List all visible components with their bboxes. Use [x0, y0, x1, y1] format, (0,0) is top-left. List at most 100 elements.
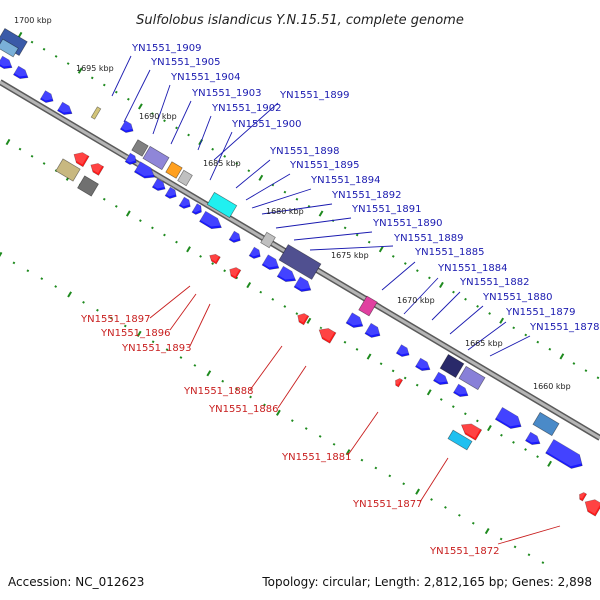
reverse-gene-arrow: [297, 311, 310, 326]
forward-leader-line: [152, 84, 171, 135]
reverse-gene-arrow: [229, 265, 242, 280]
minor-tick: [319, 326, 323, 330]
forward-leader-line: [213, 102, 279, 161]
forward-gene-arrow: [199, 209, 222, 229]
minor-tick: [66, 62, 70, 65]
reverse-leader-line: [149, 285, 191, 319]
minor-tick: [42, 162, 46, 165]
gene-label-YN1551_1897: YN1551_1897: [80, 314, 151, 325]
minor-tick: [572, 362, 576, 365]
feature-box: [447, 429, 473, 451]
forward-leader-line: [261, 203, 333, 215]
major-tick: [125, 210, 131, 217]
major-tick: [258, 174, 264, 181]
forward-leader-line: [403, 277, 439, 315]
major-tick: [499, 317, 505, 324]
reverse-gene-arrow: [90, 161, 105, 176]
minor-tick: [499, 537, 503, 541]
minor-tick: [259, 290, 263, 294]
forward-gene-arrow: [119, 118, 134, 133]
gene-label-YN1551_1902: YN1551_1902: [211, 103, 282, 114]
tick-label-1665: 1665 kbp: [465, 339, 503, 348]
genome-summary-text: Topology: circular; Length: 2,812,165 bp…: [261, 575, 592, 589]
major-tick: [547, 460, 552, 467]
minor-tick: [471, 521, 475, 525]
minor-tick: [512, 326, 516, 330]
minor-tick: [512, 440, 515, 444]
feature-box: [458, 365, 486, 391]
forward-gene-arrow: [293, 274, 312, 292]
reverse-gene-arrow: [73, 150, 90, 168]
minor-tick: [151, 340, 155, 344]
major-tick: [306, 317, 312, 324]
reverse-gene-arrow: [318, 326, 337, 344]
minor-tick: [439, 398, 443, 401]
minor-tick: [221, 379, 225, 383]
forward-leader-line: [309, 245, 394, 251]
gene-features: [0, 28, 600, 517]
gene-label-YN1551_1884: YN1551_1884: [437, 263, 508, 274]
major-tick: [439, 281, 444, 289]
gene-label-YN1551_1909: YN1551_1909: [131, 43, 202, 54]
tick-label-1690: 1690 kbp: [139, 112, 177, 121]
minor-tick: [290, 419, 294, 423]
forward-leader-line: [123, 69, 151, 123]
minor-tick: [343, 340, 347, 344]
minor-tick: [524, 333, 528, 337]
minor-tick: [90, 76, 94, 80]
minor-tick: [428, 276, 431, 280]
gene-label-YN1551_1894: YN1551_1894: [310, 175, 381, 186]
gene-label-YN1551_1905: YN1551_1905: [150, 57, 221, 68]
minor-tick: [415, 269, 419, 273]
minor-tick: [295, 312, 299, 316]
minor-tick: [249, 395, 252, 399]
feature-box: [278, 244, 322, 280]
forward-leader-line: [197, 115, 212, 151]
reverse-leader-line: [249, 345, 283, 391]
major-tick: [318, 210, 324, 217]
forward-gene-arrow: [364, 321, 381, 338]
minor-tick: [355, 348, 359, 351]
minor-tick: [402, 482, 406, 486]
gene-label-YN1551_1896: YN1551_1896: [100, 328, 171, 339]
gene-label-YN1551_1890: YN1551_1890: [372, 218, 443, 229]
gene-label-YN1551_1878: YN1551_1878: [529, 322, 600, 333]
forward-gene-arrow: [124, 151, 137, 165]
forward-leader-line: [431, 291, 461, 321]
minor-tick: [463, 412, 467, 416]
major-tick: [415, 488, 421, 495]
minor-tick: [26, 269, 30, 273]
forward-gene-arrow: [494, 405, 522, 429]
minor-tick: [175, 126, 178, 130]
minor-tick: [283, 190, 287, 194]
minor-tick: [283, 305, 287, 308]
minor-tick: [54, 55, 58, 58]
feature-box: [142, 145, 170, 171]
forward-gene-arrow: [453, 382, 469, 397]
minor-tick: [444, 506, 447, 509]
major-tick: [0, 251, 3, 259]
forward-gene-arrow: [191, 201, 202, 215]
minor-tick: [451, 405, 455, 408]
forward-leader-line: [293, 231, 373, 241]
major-tick: [426, 389, 432, 396]
minor-tick: [271, 297, 275, 301]
major-tick: [206, 370, 212, 377]
minor-tick: [488, 312, 491, 315]
minor-tick: [247, 169, 251, 173]
feature-box: [55, 158, 81, 182]
minor-tick: [187, 133, 190, 137]
forward-gene-arrow: [525, 430, 541, 445]
minor-tick: [596, 376, 600, 380]
minor-tick: [527, 553, 531, 557]
minor-tick: [304, 427, 308, 430]
forward-gene-arrow: [415, 356, 431, 371]
minor-tick: [96, 308, 99, 312]
major-tick: [136, 330, 142, 337]
minor-tick: [355, 233, 359, 237]
minor-tick: [476, 419, 479, 423]
major-tick: [5, 138, 11, 146]
gene-label-YN1551_1881: YN1551_1881: [281, 452, 352, 463]
minor-tick: [223, 155, 227, 158]
accession-text: Accession: NC_012623: [8, 575, 144, 589]
